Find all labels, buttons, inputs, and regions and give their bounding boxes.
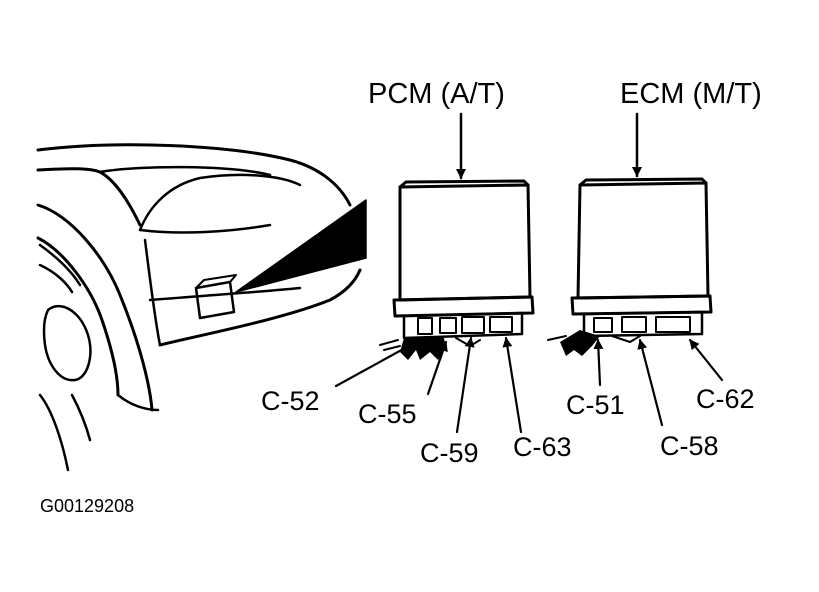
leader-c58 xyxy=(637,338,664,427)
pcm-label: PCM (A/T) xyxy=(368,78,505,110)
connector-label-c51: C-51 xyxy=(566,390,625,420)
leader-c63 xyxy=(502,336,523,434)
figure-id: G00129208 xyxy=(40,496,134,516)
ecm-label: ECM (M/T) xyxy=(620,78,762,110)
leader-c59 xyxy=(455,336,475,434)
connector-label-c52: C-52 xyxy=(261,386,320,416)
connector-label-c63: C-63 xyxy=(513,432,572,462)
leader-c62 xyxy=(688,338,724,382)
connector-label-c55: C-55 xyxy=(358,399,417,429)
connector-leaders xyxy=(334,336,724,434)
dashboard-illustration xyxy=(36,143,367,472)
connector-label-c62: C-62 xyxy=(696,384,755,414)
leader-c52 xyxy=(334,340,418,388)
connector-label-c59: C-59 xyxy=(420,438,479,468)
pcm-module xyxy=(379,179,535,360)
leader-c51 xyxy=(593,338,604,387)
connector-label-c58: C-58 xyxy=(660,431,719,461)
ecm-module xyxy=(547,177,713,356)
leader-c55 xyxy=(426,340,448,396)
